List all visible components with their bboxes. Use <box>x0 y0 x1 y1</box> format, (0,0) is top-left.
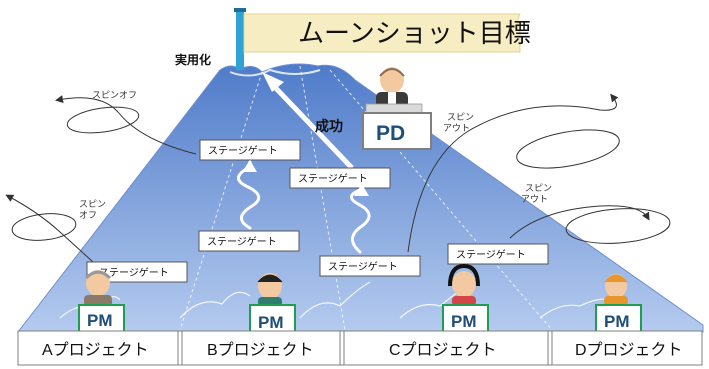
spin-out-label-top-2: アウト <box>443 123 470 133</box>
stage-gate-1: ステージゲート <box>199 139 301 161</box>
summit-wisp <box>229 68 321 77</box>
pm-figure-a <box>84 270 112 307</box>
pd-box <box>362 112 432 150</box>
stage-gate-6: ステージゲート <box>447 243 549 265</box>
stage-gate-2: ステージゲート <box>289 167 391 189</box>
spin-out-label-lower-1: スピン <box>525 183 552 193</box>
svg-text:PM: PM <box>604 312 630 331</box>
spin-off-path-top <box>55 95 197 155</box>
stage-gate-3: ステージゲート <box>198 230 300 252</box>
svg-text:PM: PM <box>451 312 477 331</box>
spin-off-label-left-1: スピン <box>79 199 106 209</box>
goal-banner <box>243 13 521 53</box>
spin-out-path-lower <box>509 205 671 244</box>
stage-gate-4: ステージゲート <box>86 261 188 283</box>
progress-squiggle-heads <box>242 160 369 196</box>
pd-figure <box>365 67 423 117</box>
svg-text:PM: PM <box>87 311 113 330</box>
svg-text:ステージゲート: ステージゲート <box>207 236 277 248</box>
pm-figure-b <box>257 273 283 307</box>
spin-out-label-top-1: スピン <box>447 112 474 122</box>
project-label-d: Dプロジェクト <box>575 341 683 359</box>
project-label-c: Cプロジェクト <box>389 341 497 359</box>
success-label: 成功 <box>315 118 343 134</box>
project-row <box>17 330 703 366</box>
flag-pole <box>236 10 244 70</box>
project-label-a: Aプロジェクト <box>42 341 149 359</box>
spin-off-label-left-2: オフ <box>79 210 97 220</box>
svg-text:ステージゲート: ステージゲート <box>328 261 398 273</box>
svg-text:ステージゲート: ステージゲート <box>208 145 278 157</box>
mountain <box>16 63 704 333</box>
pm-box-c: PM <box>442 304 489 336</box>
pm-figure-c <box>448 263 480 306</box>
spin-out-path-top <box>407 93 620 253</box>
spin-out-label-lower-2: アウト <box>521 194 548 204</box>
svg-text:ステージゲート: ステージゲート <box>298 173 368 185</box>
pm-box-a: PM <box>78 304 125 334</box>
flag-pole-cap <box>234 8 246 12</box>
spin-off-label-top: スピンオフ <box>92 90 137 100</box>
spin-off-path-left <box>5 194 105 273</box>
stage-gate-5: ステージゲート <box>319 255 421 277</box>
pm-figure-d <box>604 274 628 306</box>
goal-banner-text: ムーンショット目標 <box>298 18 531 48</box>
success-arrow <box>262 72 354 170</box>
svg-text:ステージゲート: ステージゲート <box>99 267 169 279</box>
pd-label: PD <box>376 122 405 145</box>
project-label-b: Bプロジェクト <box>207 341 314 359</box>
svg-text:ステージゲート: ステージゲート <box>456 249 526 261</box>
summit-label: 実用化 <box>175 52 211 67</box>
svg-text:PM: PM <box>258 313 284 332</box>
